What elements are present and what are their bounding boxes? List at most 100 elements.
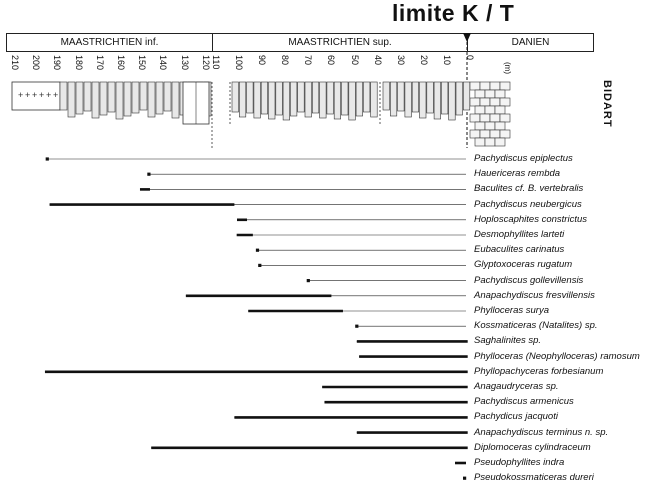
lith-bed	[304, 81, 312, 118]
taxon-label: Pachydiscus epiplectus	[474, 153, 573, 164]
lith-symbol: +	[39, 90, 44, 100]
taxon-label: Baculites cf. B. vertebralis	[474, 183, 584, 195]
range-point	[258, 263, 262, 267]
lith-bed	[147, 81, 156, 118]
range-point	[45, 157, 49, 161]
lith-bed	[455, 81, 463, 116]
lith-symbol: +	[25, 90, 30, 100]
lith-bed	[348, 81, 356, 121]
taxon-label: Pachydicus jacquoti	[474, 411, 558, 423]
lith-bed	[231, 81, 239, 113]
taxon-label: Pseudophyllites indra	[474, 457, 565, 468]
lith-danian-brick	[499, 129, 511, 139]
taxon-label: Pachydiscus armenicus	[474, 396, 574, 408]
kt-boundary-arrow-icon	[463, 33, 471, 42]
lith-danian-brick	[489, 129, 501, 139]
lith-bed	[355, 81, 363, 117]
lith-bed	[397, 81, 405, 112]
lith-bed	[246, 81, 254, 114]
lith-bed	[411, 81, 420, 113]
lith-bed	[419, 81, 427, 119]
lith-symbol: +	[18, 90, 23, 100]
taxon-label: Anagaudryceras sp.	[474, 381, 559, 392]
lith-danian-brick	[474, 105, 486, 115]
lith-danian-brick	[499, 81, 511, 91]
lith-bed	[59, 81, 68, 111]
lith-danian-brick	[489, 81, 501, 91]
lith-bed	[260, 81, 269, 115]
lith-bed	[319, 81, 327, 119]
lith-bed	[163, 81, 172, 112]
lith-bed	[370, 81, 378, 118]
lith-bed	[139, 81, 148, 111]
lith-danian-brick	[484, 137, 496, 147]
lith-bed	[253, 81, 261, 119]
lith-bed	[326, 81, 334, 115]
lith-symbol: +	[46, 90, 51, 100]
lith-danian-brick	[489, 113, 501, 123]
lith-bed	[268, 81, 276, 120]
lith-bed	[239, 81, 247, 118]
taxon-label: Phylloceras (Neophylloceras) ramosum	[474, 350, 640, 362]
lith-danian-brick	[469, 81, 481, 91]
lith-bed	[115, 81, 124, 120]
range-point	[463, 476, 467, 480]
lith-danian-brick	[469, 129, 481, 139]
lith-bed	[333, 81, 342, 120]
lith-danian-brick	[474, 137, 486, 147]
lith-bed	[107, 81, 116, 113]
lith-danian-brick	[499, 113, 511, 123]
lith-bed	[155, 81, 164, 115]
range-point	[306, 279, 310, 283]
lith-bed	[91, 81, 100, 119]
taxon-label: Pachydiscus gollevillensis	[474, 274, 584, 286]
lith-danian-brick	[474, 121, 486, 131]
taxon-label: Eubaculites carinatus	[474, 244, 565, 256]
lith-bed	[448, 81, 456, 121]
taxon-label: Hoploscaphites constrictus	[474, 213, 587, 225]
lith-bed	[341, 81, 349, 116]
taxon-label: Diplomoceras cylindraceum	[474, 441, 591, 453]
lith-bed	[275, 81, 283, 116]
lith-danian-brick	[494, 137, 506, 147]
lith-bed	[83, 81, 92, 112]
taxon-label: Phylloceras surya	[474, 305, 549, 316]
lith-bed	[75, 81, 84, 115]
range-chart	[44, 157, 468, 480]
lith-bed	[462, 81, 471, 111]
taxon-label: Hauericeras rembda	[474, 168, 561, 180]
lith-danian-brick	[499, 97, 511, 107]
range-point	[255, 248, 260, 252]
lith-bed	[441, 81, 449, 115]
taxon-label: Anapachydiscus terminus n. sp.	[474, 426, 609, 438]
lith-danian-brick	[479, 97, 491, 107]
lith-bed	[426, 81, 434, 114]
taxon-label: Pachydiscus neubergicus	[474, 198, 582, 210]
taxon-label: Saghalinites sp.	[474, 335, 542, 347]
lith-bed	[131, 81, 140, 114]
lith-danian-brick	[489, 97, 501, 107]
lith-bed	[382, 81, 390, 111]
taxon-label: Phyllopachyceras forbesianum	[474, 365, 604, 377]
lith-danian-brick	[484, 121, 496, 131]
lith-danian-brick	[479, 81, 491, 91]
lith-bed	[297, 81, 305, 113]
lith-danian-brick	[474, 89, 486, 99]
range-point	[147, 172, 151, 176]
lith-danian-brick	[494, 121, 506, 131]
lith-bed	[123, 81, 132, 117]
taxon-label: Glyptoxoceras rugatum	[474, 259, 573, 271]
lith-symbol: +	[53, 90, 58, 100]
lith-danian-brick	[479, 129, 491, 139]
kt-boundary-title: limite K / T	[392, 0, 515, 26]
lith-bed	[67, 81, 76, 118]
taxon-label: Desmophyllites larteti	[474, 229, 565, 240]
lith-bed	[99, 81, 108, 116]
lith-danian-brick	[479, 113, 491, 123]
lith-bed	[404, 81, 412, 118]
lithology-column: ++++++	[11, 81, 511, 148]
taxon-label: Pseudokossmaticeras dureri	[474, 472, 594, 484]
lith-symbol: +	[32, 90, 37, 100]
lith-bed	[282, 81, 290, 121]
